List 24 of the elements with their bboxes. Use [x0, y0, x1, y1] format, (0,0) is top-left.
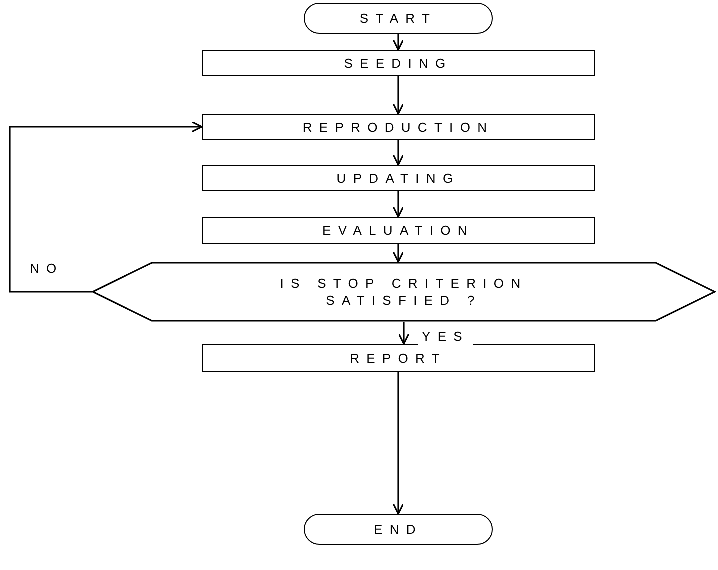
arrow [392, 191, 404, 218]
process-box [202, 165, 595, 191]
arrow [392, 140, 404, 166]
node-label: UPDATING [336, 170, 460, 186]
arrow [9, 121, 203, 293]
node-label: SEEDING [344, 54, 453, 72]
node-label: REPRODUCTION [302, 118, 494, 136]
decision-hexagon [92, 262, 716, 322]
arrow [392, 76, 404, 115]
node-label: START [360, 10, 438, 27]
process-box [202, 50, 595, 76]
arrow [392, 372, 404, 515]
process-box [202, 344, 595, 372]
process-box [202, 217, 595, 244]
terminal-shape [304, 514, 493, 545]
node-label: IS STOP CRITERION SATISFIED ? [279, 275, 529, 309]
arrow [392, 34, 404, 51]
arrow [392, 244, 404, 263]
node-label: END [374, 521, 423, 538]
node-label: REPORT [350, 350, 447, 366]
arrow [398, 322, 410, 345]
node-label: EVALUATION [322, 222, 474, 239]
process-box [202, 114, 595, 140]
terminal-shape [304, 3, 493, 34]
